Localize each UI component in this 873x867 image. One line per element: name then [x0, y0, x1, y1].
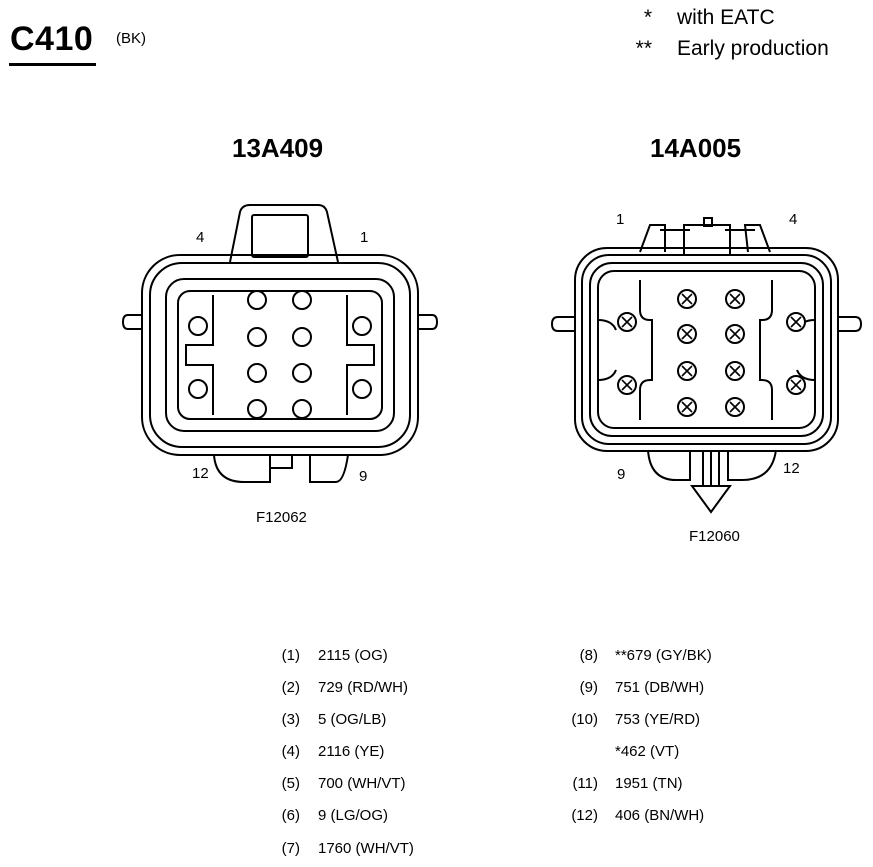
right-pin-label-9: 9 — [617, 466, 626, 483]
circuit-wire: 5 (OG/LB) — [318, 711, 387, 728]
pin-number: (3) — [281, 711, 300, 728]
circuit-wire: *462 (VT) — [615, 743, 680, 760]
circuit-wire: 751 (DB/WH) — [615, 679, 705, 696]
pin-number: (2) — [281, 679, 300, 696]
legend-text-early-production: Early production — [677, 37, 829, 60]
circuit-wire: 700 (WH/VT) — [318, 775, 406, 792]
left-figure-id: F12062 — [256, 509, 307, 526]
pin-number: (7) — [281, 840, 300, 857]
legend-text-eatc: with EATC — [677, 6, 775, 29]
circuit-wire: 9 (LG/OG) — [318, 807, 389, 824]
right-pin-label-12: 12 — [783, 460, 800, 477]
pin-number: (12) — [571, 807, 598, 824]
left-connector-face — [121, 204, 439, 483]
right-connector-face — [550, 217, 863, 514]
pin-number: (10) — [571, 711, 598, 728]
circuit-wire: 2116 (YE) — [318, 743, 385, 760]
pin-number: (5) — [281, 775, 300, 792]
left-pin-label-9: 9 — [359, 468, 368, 485]
connector-id: C410 — [10, 20, 94, 58]
circuit-wire: 753 (YE/RD) — [615, 711, 701, 728]
right-pin-label-1: 1 — [616, 211, 625, 228]
pin-number: (4) — [281, 743, 300, 760]
circuit-wire: 729 (RD/WH) — [318, 679, 409, 696]
pin-number: (6) — [281, 807, 300, 824]
circuit-wire: 2115 (OG) — [318, 647, 388, 664]
right-pin-label-4: 4 — [789, 211, 798, 228]
right-connector-terminals — [617, 289, 806, 417]
pin-number: (8) — [579, 647, 598, 664]
pin-number: (9) — [579, 679, 598, 696]
left-pin-label-12: 12 — [192, 465, 209, 482]
title-underline — [9, 63, 96, 66]
left-pin-label-1: 1 — [360, 229, 369, 246]
connector-color-code: (BK) — [116, 30, 146, 47]
legend-symbol-early-production: ** — [635, 37, 652, 60]
circuit-wire: 1951 (TN) — [615, 775, 683, 792]
legend-symbol-eatc: * — [643, 6, 652, 29]
left-connector-terminals — [188, 290, 372, 419]
circuit-wire: **679 (GY/BK) — [615, 647, 712, 664]
right-connector-part-number: 14A005 — [650, 133, 742, 163]
pin-number: (1) — [281, 647, 300, 664]
right-figure-id: F12060 — [689, 528, 740, 545]
pin-number: (11) — [572, 775, 598, 792]
circuit-wire: 1760 (WH/VT) — [318, 840, 414, 857]
left-pin-label-4: 4 — [196, 229, 205, 246]
left-connector-part-number: 13A409 — [232, 133, 324, 163]
circuit-wire: 406 (BN/WH) — [615, 807, 705, 824]
left-top-latch — [229, 204, 339, 263]
